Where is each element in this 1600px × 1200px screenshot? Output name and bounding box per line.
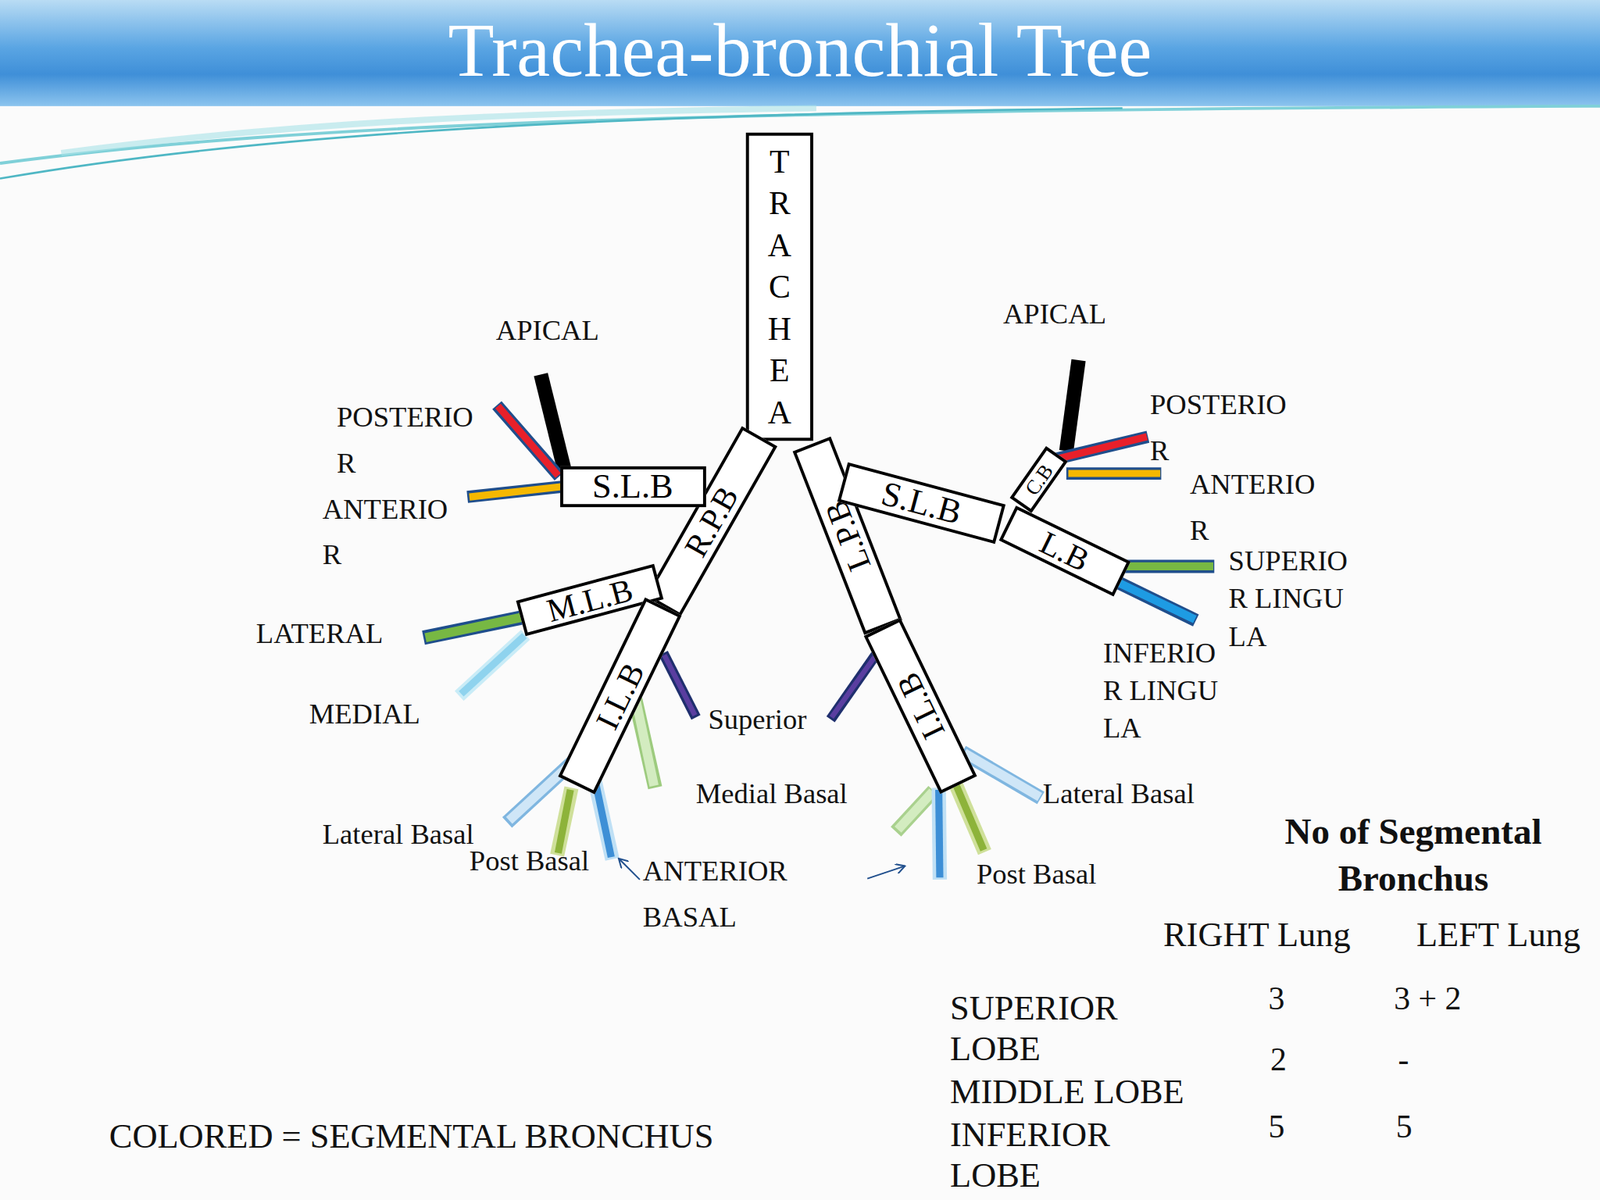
table-cell: - <box>1397 1039 1409 1080</box>
table-cell: MIDDLE LOBE <box>950 1071 1226 1112</box>
segmental-bronchus <box>496 405 560 477</box>
table-cell: 3 + 2 <box>1393 977 1461 1018</box>
segment-label: POSTERIOR <box>336 393 480 486</box>
segment-label: APICAL <box>496 313 600 348</box>
segmental-bronchus <box>955 782 985 850</box>
segment-label: ANTERIOR <box>1189 460 1323 554</box>
segmental-bronchus <box>1112 579 1197 621</box>
segmental-bronchus <box>1119 559 1215 573</box>
segmental-bronchus <box>830 655 875 720</box>
bronchus-name: L.B <box>1034 525 1094 578</box>
pointer-arrow <box>867 866 904 879</box>
bronchus-box: L.B <box>998 505 1130 597</box>
segment-label: INFERIOR LINGULA <box>1103 633 1233 747</box>
table-cell: 3 <box>1268 977 1286 1018</box>
segmental-bronchus <box>423 617 523 638</box>
segmental-bronchus <box>469 486 562 497</box>
table-cell: SUPERIOR LOBE <box>950 987 1165 1069</box>
segmental-bronchus <box>497 406 558 476</box>
segment-label: MEDIAL <box>309 696 421 732</box>
segmental-bronchus <box>634 696 655 788</box>
table-cell: RIGHT Lung <box>1163 913 1351 957</box>
segment-label: Superior <box>707 702 807 737</box>
bronchus-box: C.B <box>1009 446 1068 514</box>
bronchus-name: M.L.B <box>543 572 636 627</box>
segmental-bronchus <box>460 635 525 694</box>
segment-label: SUPERIOR LINGULA <box>1228 542 1359 656</box>
segmental-bronchus <box>1056 436 1147 460</box>
segmental-bronchus <box>939 787 940 880</box>
table-cell: 2 <box>1270 1039 1287 1080</box>
bronchus-box: S.L.B <box>559 466 706 508</box>
bronchus-name: S.L.B <box>878 475 966 531</box>
bronchus-name: TRACHEA <box>766 140 793 434</box>
segment-label: LATERAL <box>256 616 384 651</box>
title-swoosh <box>60 107 817 153</box>
segmental-bronchus <box>953 780 985 852</box>
segmental-bronchus <box>897 792 933 830</box>
segmental-bronchus <box>1114 580 1195 620</box>
segment-label: Post Basal <box>976 857 1097 892</box>
segment-label: ANTERIOR BASAL <box>642 847 817 940</box>
segment-label: Post Basal <box>469 843 590 879</box>
segmental-bronchus <box>1121 562 1214 571</box>
segmental-bronchus <box>1068 469 1161 477</box>
segmental-bronchus <box>831 657 875 718</box>
segment-label: Lateral Basal <box>1042 776 1195 811</box>
segmental-bronchus <box>939 789 940 878</box>
trachea-box: TRACHEA <box>746 132 814 441</box>
segmental-bronchus <box>425 617 522 638</box>
slide-title: Trachea-bronchial Tree <box>0 3 1600 97</box>
segmental-bronchus <box>459 634 526 696</box>
segmental-bronchus <box>635 699 655 786</box>
segmental-bronchus <box>1053 436 1148 460</box>
bronchus-name: S.L.B <box>592 469 674 504</box>
segment-label: POSTERIOR <box>1150 381 1293 474</box>
segmental-bronchus <box>557 789 571 854</box>
bronchus-name: C.B <box>1021 460 1057 499</box>
segment-label: Lateral Basal <box>322 817 475 852</box>
bronchus-box: I.L.B <box>557 597 682 795</box>
title-swoosh <box>0 107 1123 179</box>
segment-label: ANTERIOR <box>322 485 456 579</box>
table-cell: 5 <box>1268 1106 1286 1147</box>
table-cell: INFERIOR LOBE <box>950 1114 1165 1196</box>
bronchus-box: I.L.B <box>864 617 978 794</box>
bronchus-name: I.L.B <box>890 667 950 745</box>
segment-label: Medial Basal <box>696 776 848 811</box>
bronchus-box: R.P.B <box>645 426 778 618</box>
segmental-bronchus <box>896 790 934 832</box>
note-text: COLORED = SEGMENTAL BRONCHUS <box>109 1115 715 1159</box>
segment-label: APICAL <box>1003 296 1107 332</box>
table-cell: 5 <box>1396 1106 1413 1147</box>
segmental-bronchus <box>467 486 562 497</box>
pointer-arrow <box>619 859 640 880</box>
segmental-bronchus <box>663 653 697 718</box>
segmental-bronchus <box>1066 467 1161 480</box>
table-cell: LEFT Lung <box>1416 913 1581 957</box>
segmental-bronchus <box>1066 360 1079 451</box>
table-cell: No of Segmental Bronchus <box>1246 807 1580 902</box>
segmental-bronchus <box>664 655 695 716</box>
